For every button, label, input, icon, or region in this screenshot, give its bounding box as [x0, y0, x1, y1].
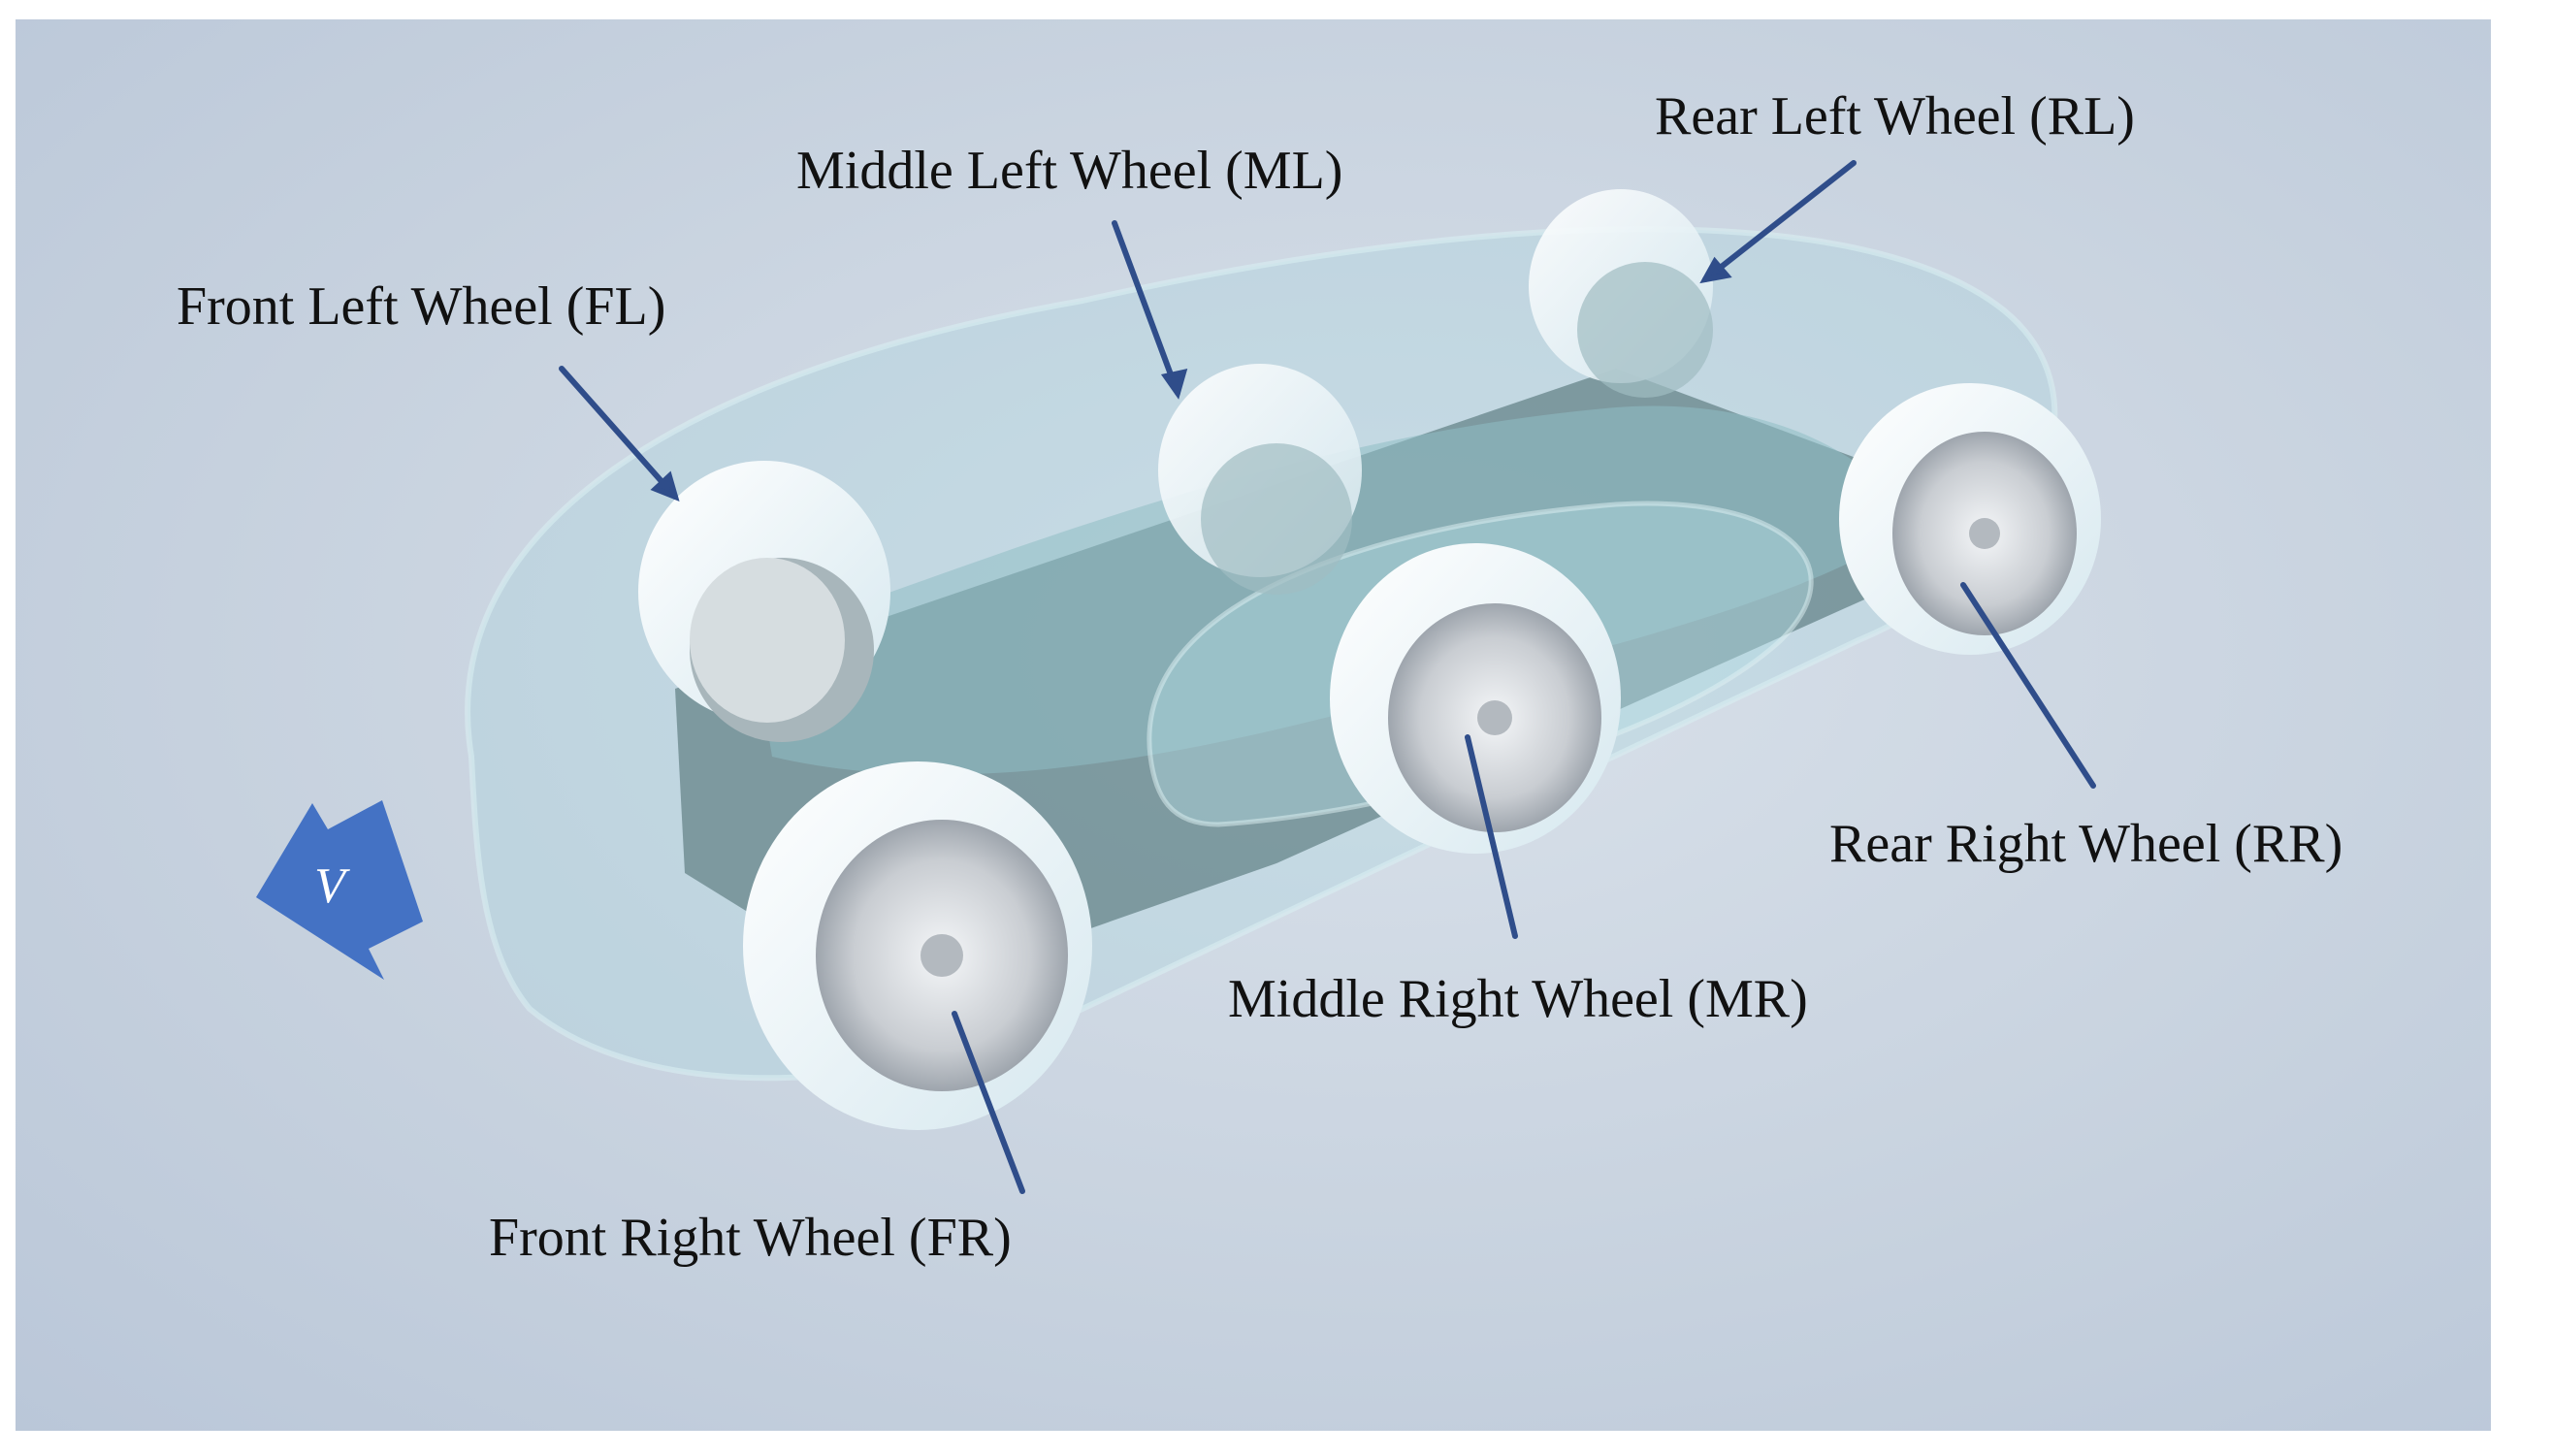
rear-left-wheel — [1529, 189, 1713, 398]
front-left-wheel — [638, 461, 890, 742]
velocity-arrow — [256, 800, 423, 980]
leader-line-rear-right — [1960, 582, 2096, 789]
leader-arrowhead-front-left — [650, 470, 680, 502]
label-rear-right-wheel: Rear Right Wheel (RR) — [1829, 814, 2343, 874]
leader-line-middle-left — [1112, 220, 1180, 396]
rear-right-wheel — [1839, 383, 2101, 655]
velocity-symbol: V — [314, 858, 345, 914]
diagram-frame: Front Left Wheel (FL) Middle Left Wheel … — [16, 19, 2491, 1431]
vehicle-illustration — [16, 19, 2491, 1431]
leader-line-front-right — [952, 1011, 1025, 1194]
leader-line-front-left — [559, 366, 678, 500]
leader-line-middle-right — [1465, 734, 1518, 939]
leader-line-rear-left — [1702, 160, 1857, 282]
leader-arrowhead-middle-left — [1160, 368, 1188, 400]
label-middle-right-wheel: Middle Right Wheel (MR) — [1228, 969, 1808, 1029]
front-right-wheel — [743, 761, 1092, 1130]
label-middle-left-wheel: Middle Left Wheel (ML) — [796, 141, 1343, 201]
label-rear-left-wheel: Rear Left Wheel (RL) — [1655, 86, 2135, 146]
label-front-right-wheel: Front Right Wheel (FR) — [489, 1208, 1012, 1268]
leader-arrowhead-rear-left — [1699, 256, 1732, 284]
chassis-channel — [753, 405, 1917, 775]
middle-right-wheel — [1330, 543, 1621, 854]
middle-left-wheel — [1158, 364, 1362, 595]
label-front-left-wheel: Front Left Wheel (FL) — [177, 276, 666, 337]
